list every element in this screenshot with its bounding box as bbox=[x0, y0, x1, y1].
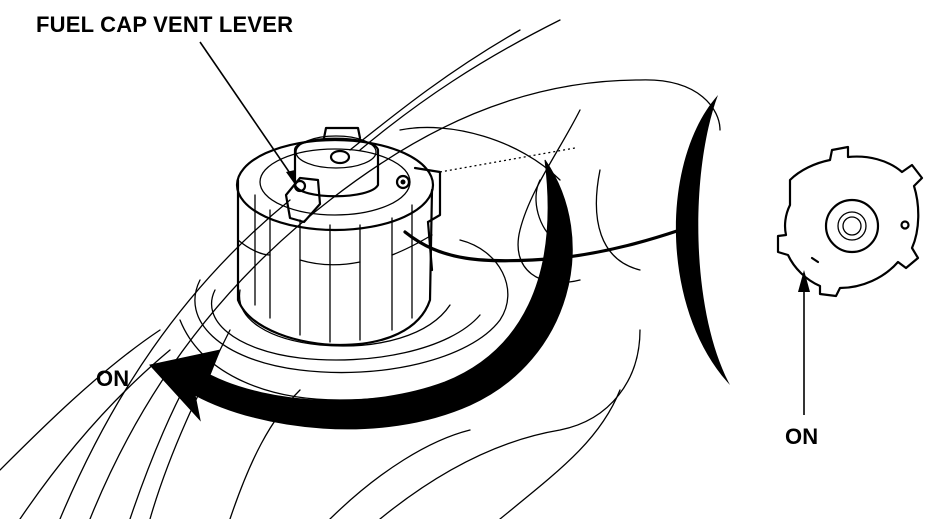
magnifier-arc bbox=[675, 95, 730, 385]
dotted-leader-line bbox=[439, 147, 576, 173]
on-right-arrowhead bbox=[798, 270, 810, 292]
fuel-cap-vent-lever-label: FUEL CAP VENT LEVER bbox=[36, 12, 294, 37]
detail-leader-line bbox=[403, 228, 682, 263]
vent-lever-leader bbox=[199, 41, 297, 183]
cap-detail-view bbox=[776, 145, 924, 298]
rotation-arrow bbox=[149, 159, 573, 430]
on-label-right: ON bbox=[785, 424, 819, 449]
on-label-left: ON bbox=[96, 366, 130, 391]
vent-lever-arrowhead bbox=[286, 170, 296, 186]
fuel-cap bbox=[235, 126, 442, 347]
